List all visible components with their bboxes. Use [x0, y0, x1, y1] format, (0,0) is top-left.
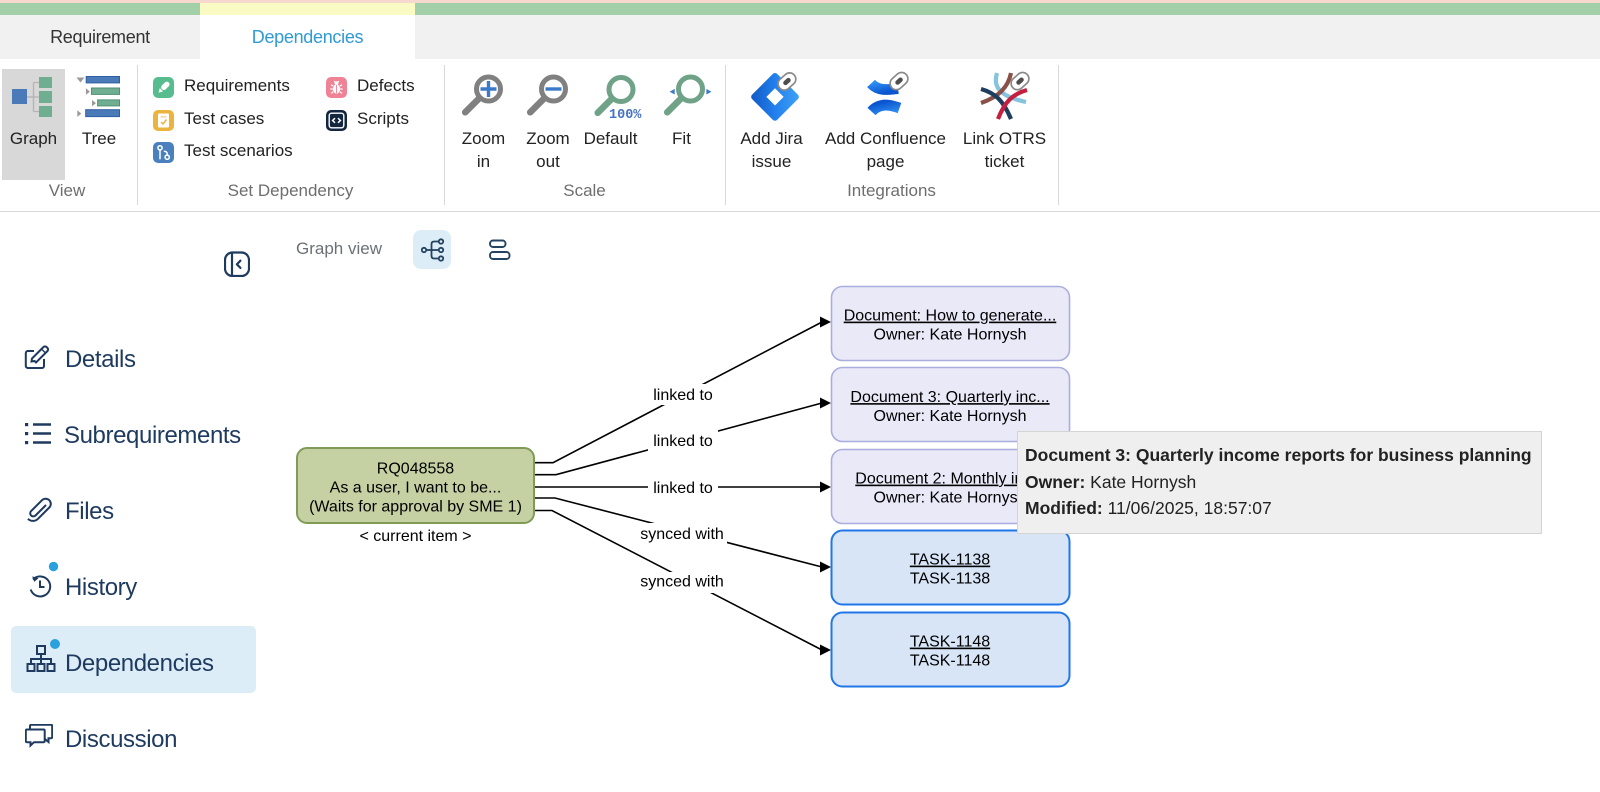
- svg-text:RQ048558: RQ048558: [377, 461, 454, 478]
- svg-text:TASK-1148: TASK-1148: [910, 634, 990, 651]
- svg-text:As a user, I want to be...: As a user, I want to be...: [330, 480, 502, 497]
- svg-text:TASK-1138: TASK-1138: [910, 571, 990, 588]
- svg-text:TASK-1138: TASK-1138: [910, 552, 990, 569]
- svg-text:Owner: Kate Hornysh: Owner: Kate Hornysh: [874, 408, 1027, 425]
- svg-text:Document 2: Monthly inc...: Document 2: Monthly inc...: [855, 471, 1044, 488]
- svg-text:Owner: Kate Hornysh: Owner: Kate Hornysh: [874, 327, 1027, 344]
- svg-text:100%: 100%: [609, 108, 642, 121]
- svg-text:(Waits for approval by SME 1): (Waits for approval by SME 1): [309, 499, 522, 516]
- svg-text:Owner: Kate Hornysh: Owner: Kate Hornysh: [874, 490, 1027, 507]
- svg-text:linked to: linked to: [653, 387, 713, 404]
- svg-text:Document 3: Quarterly inc...: Document 3: Quarterly inc...: [850, 389, 1049, 406]
- svg-text:Document: How to generate...: Document: How to generate...: [844, 308, 1057, 325]
- svg-text:synced with: synced with: [640, 526, 724, 543]
- svg-text:synced with: synced with: [640, 574, 724, 591]
- svg-text:linked to: linked to: [653, 433, 713, 450]
- svg-text:linked to: linked to: [653, 480, 713, 497]
- svg-text:TASK-1148: TASK-1148: [910, 653, 990, 670]
- svg-text:< current item >: < current item >: [359, 528, 471, 545]
